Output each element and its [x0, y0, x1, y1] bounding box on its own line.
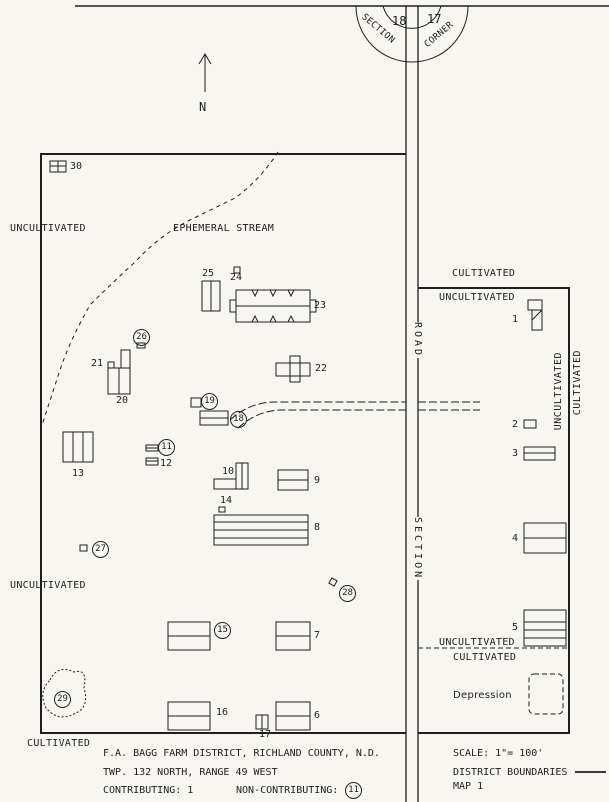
feature-5: 5 [512, 622, 519, 633]
structure-5 [523, 609, 567, 647]
structure-23-barn [229, 289, 317, 323]
feature-15-circled: 15 [214, 622, 231, 639]
structure-17 [255, 714, 269, 730]
ephemeral-stream [41, 151, 279, 426]
map-number: MAP 1 [453, 781, 484, 792]
label-cultivated-vertical: CULTIVATED [572, 350, 583, 416]
feature-22: 22 [315, 363, 328, 374]
label-uncultivated-left-mid: UNCULTIVATED [10, 580, 86, 591]
structure-8 [213, 514, 309, 546]
feature-10: 10 [222, 466, 235, 477]
feature-12: 12 [160, 458, 173, 469]
feature-14: 14 [220, 495, 233, 506]
feature-11-circled: 11 [158, 439, 175, 456]
feature-21: 21 [91, 358, 104, 369]
feature-2: 2 [512, 419, 519, 430]
structure-24 [233, 266, 241, 274]
feature-6: 6 [314, 710, 321, 721]
north-label: N [199, 100, 207, 114]
structure-27 [79, 544, 88, 552]
feature-29-circled: 29 [54, 691, 71, 708]
structure-9 [277, 469, 309, 491]
structure-12 [145, 457, 159, 466]
feature-30: 30 [70, 161, 83, 172]
section-18: 18 [392, 14, 407, 28]
feature-25: 25 [202, 268, 215, 279]
structure-14 [218, 506, 226, 513]
section-corner-inner-arc [382, 5, 442, 29]
feature-4: 4 [512, 533, 519, 544]
scale-text: SCALE: 1"= 100' [453, 748, 544, 759]
label-ephemeral-stream: EPHEMERAL STREAM [173, 223, 275, 234]
feature-23: 23 [314, 300, 327, 311]
structure-1 [527, 299, 543, 331]
driveway-east [418, 401, 480, 411]
district-boundaries-legend: DISTRICT BOUNDARIES [453, 767, 568, 778]
structure-4 [523, 522, 567, 554]
structure-28 [328, 577, 338, 587]
structure-11 [145, 444, 159, 452]
non-contributing-label: NON-CONTRIBUTING: [236, 785, 339, 796]
feature-26-circled: 26 [133, 329, 150, 346]
driveway-lower [237, 409, 406, 429]
label-cultivated-right-top: CULTIVATED [452, 268, 516, 279]
structure-6 [275, 701, 311, 731]
feature-28-circled: 28 [339, 585, 356, 602]
structure-30 [49, 160, 67, 173]
structure-7 [275, 621, 311, 651]
structure-2 [523, 419, 537, 429]
label-road: ROAD [412, 322, 423, 359]
feature-24: 24 [230, 272, 243, 283]
north-arrow [198, 53, 212, 92]
non-contributing-count: 11 [345, 782, 362, 799]
structure-13 [62, 431, 94, 463]
feature-18-circled: 18 [230, 411, 247, 428]
structure-18 [199, 410, 229, 426]
feature-16: 16 [216, 707, 229, 718]
label-cultivated-bottom-left: CULTIVATED [27, 738, 91, 749]
structure-3 [523, 446, 556, 461]
contributing-count: CONTRIBUTING: 1 [103, 785, 194, 796]
label-uncultivated-right-top: UNCULTIVATED [439, 292, 515, 303]
driveway-upper [229, 401, 406, 421]
label-uncultivated-right-bottom: UNCULTIVATED [439, 637, 515, 648]
feature-7: 7 [314, 630, 321, 641]
structure-19 [190, 397, 202, 408]
label-uncultivated-vertical: UNCULTIVATED [553, 352, 564, 431]
label-section: SECTION [412, 517, 423, 581]
district-boundary-east [418, 287, 570, 734]
label-cultivated-right-bottom: CULTIVATED [453, 652, 517, 663]
feature-17: 17 [259, 729, 272, 740]
title-line2: TWP. 132 NORTH, RANGE 49 WEST [103, 767, 278, 778]
title-line1: F.A. BAGG FARM DISTRICT, RICHLAND COUNTY… [103, 748, 380, 759]
feature-19-circled: 19 [201, 393, 218, 410]
feature-8: 8 [314, 522, 321, 533]
label-depression: Depression [453, 690, 512, 701]
district-boundary-west [40, 153, 406, 734]
feature-13: 13 [72, 468, 85, 479]
structure-16 [167, 701, 211, 731]
depression-outline [528, 673, 564, 715]
feature-27-circled: 27 [92, 541, 109, 558]
feature-3: 3 [512, 448, 519, 459]
feature-20: 20 [116, 395, 129, 406]
structure-22 [275, 355, 311, 383]
structure-20-21 [107, 349, 131, 395]
feature-9: 9 [314, 475, 321, 486]
label-uncultivated-top-left: UNCULTIVATED [10, 223, 86, 234]
structure-15 [167, 621, 211, 651]
section-corner-outer-arc [355, 5, 469, 63]
section-17: 17 [427, 12, 442, 26]
structure-10 [213, 462, 249, 490]
feature-1: 1 [512, 314, 519, 325]
